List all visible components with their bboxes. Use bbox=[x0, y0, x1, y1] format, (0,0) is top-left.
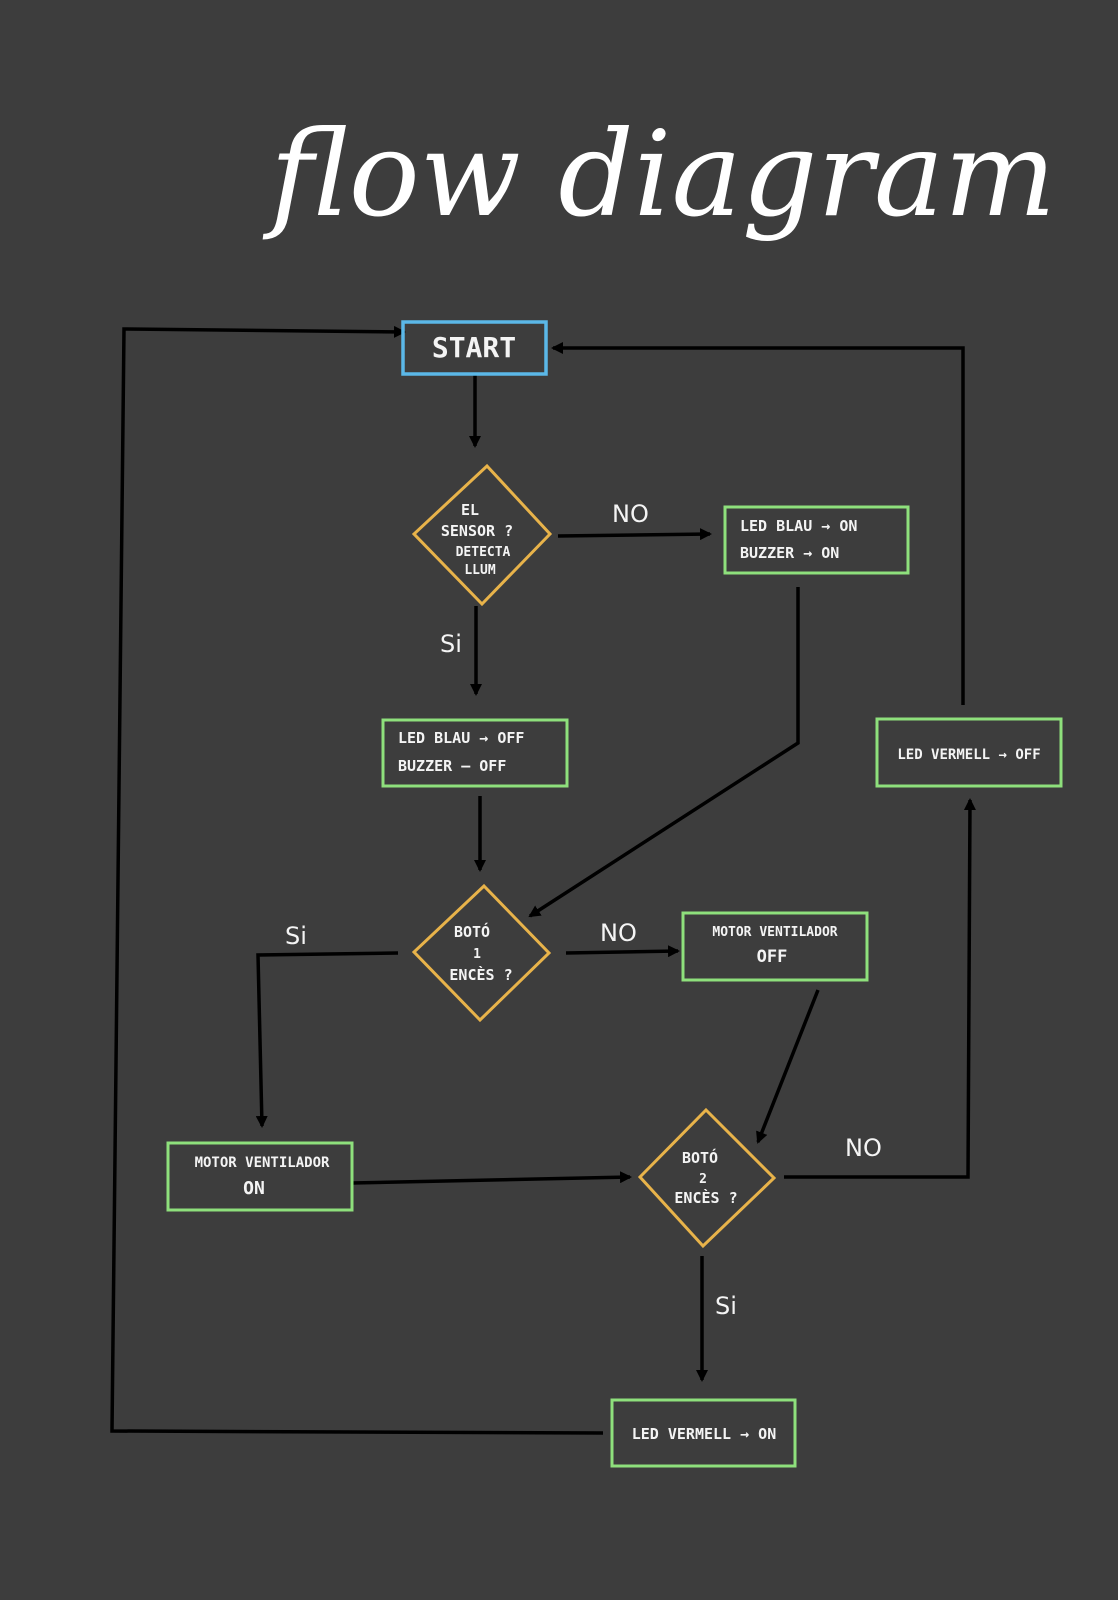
boto1-line-1: BOTÓ bbox=[454, 922, 490, 941]
node-motor-off: MOTOR VENTILADOR OFF bbox=[681, 911, 869, 982]
edge-ledvermell-off-to-start bbox=[551, 342, 965, 705]
edge-label-boto2-no: NO bbox=[845, 1134, 882, 1162]
edge-label-boto2-si: Si bbox=[715, 1292, 737, 1320]
edge-label-boto1-si: Si bbox=[285, 922, 307, 950]
node-boto1-decision: BOTÓ 1 ENCÈS ? bbox=[411, 883, 552, 1023]
sensor-line-4: LLUM bbox=[464, 563, 495, 578]
edge-label-sensor-si: Si bbox=[440, 630, 462, 658]
led-blau-off-box bbox=[381, 718, 569, 788]
led-blau-off-line-1: LED BLAU → OFF bbox=[398, 729, 524, 747]
led-blau-on-box bbox=[723, 505, 910, 575]
node-boto2-decision: BOTÓ 2 ENCÈS ? bbox=[637, 1107, 777, 1249]
led-blau-on-line-2: BUZZER → ON bbox=[740, 544, 839, 562]
boto2-line-1: BOTÓ bbox=[682, 1148, 718, 1167]
boto1-line-3: ENCÈS ? bbox=[449, 965, 512, 984]
edge-label-boto1-no: NO bbox=[600, 919, 637, 947]
motor-on-box bbox=[166, 1141, 354, 1212]
sensor-line-1: EL bbox=[461, 501, 479, 519]
motor-off-box bbox=[681, 911, 869, 982]
edge-sensor-no bbox=[557, 528, 712, 541]
motor-off-line-1: MOTOR VENTILADOR bbox=[712, 925, 837, 940]
led-blau-on-line-1: LED BLAU → ON bbox=[740, 517, 857, 535]
edge-boto1-no bbox=[565, 945, 680, 958]
sensor-line-2: SENSOR ? bbox=[441, 522, 513, 540]
motor-on-line-2: ON bbox=[243, 1178, 265, 1199]
edge-ledblau-on-to-boto1 bbox=[528, 587, 800, 918]
led-blau-off-line-2: BUZZER — OFF bbox=[398, 757, 506, 775]
edge-label-sensor-no: NO bbox=[612, 500, 649, 528]
edge-boto1-si bbox=[255, 951, 399, 1128]
edge-ledvermell-on-to-start bbox=[110, 325, 604, 1435]
boto2-line-2: 2 bbox=[699, 1172, 707, 1187]
start-box bbox=[401, 320, 548, 376]
led-vermell-on-line-1: LED VERMELL → ON bbox=[632, 1425, 777, 1443]
edge-boto2-no bbox=[784, 798, 976, 1179]
boto1-diamond bbox=[411, 883, 552, 1023]
led-vermell-off-box bbox=[875, 717, 1063, 788]
node-motor-on: MOTOR VENTILADOR ON bbox=[166, 1141, 354, 1212]
boto1-line-2: 1 bbox=[473, 947, 481, 962]
motor-off-line-2: OFF bbox=[757, 947, 788, 967]
start-label: START bbox=[432, 331, 516, 364]
boto2-diamond bbox=[637, 1107, 777, 1249]
led-vermell-off-line-1: LED VERMELL → OFF bbox=[897, 747, 1040, 763]
boto2-line-3: ENCÈS ? bbox=[674, 1188, 737, 1207]
edge-motoron-to-boto2 bbox=[351, 1171, 632, 1185]
motor-on-line-1: MOTOR VENTILADOR bbox=[195, 1155, 330, 1171]
node-start: START bbox=[401, 320, 548, 376]
node-led-blau-on: LED BLAU → ON BUZZER → ON bbox=[723, 505, 910, 575]
edge-motoroff-to-boto2 bbox=[756, 989, 820, 1144]
sensor-diamond bbox=[411, 463, 553, 607]
node-sensor-decision: EL SENSOR ? DETECTA LLUM bbox=[411, 463, 553, 607]
node-led-vermell-off: LED VERMELL → OFF bbox=[875, 717, 1063, 788]
node-led-vermell-on: LED VERMELL → ON bbox=[610, 1398, 797, 1468]
sensor-line-3: DETECTA bbox=[456, 545, 511, 560]
diagram-title: flow diagram bbox=[262, 105, 1056, 243]
led-vermell-on-box bbox=[610, 1398, 797, 1468]
node-led-blau-off: LED BLAU → OFF BUZZER — OFF bbox=[381, 718, 569, 788]
